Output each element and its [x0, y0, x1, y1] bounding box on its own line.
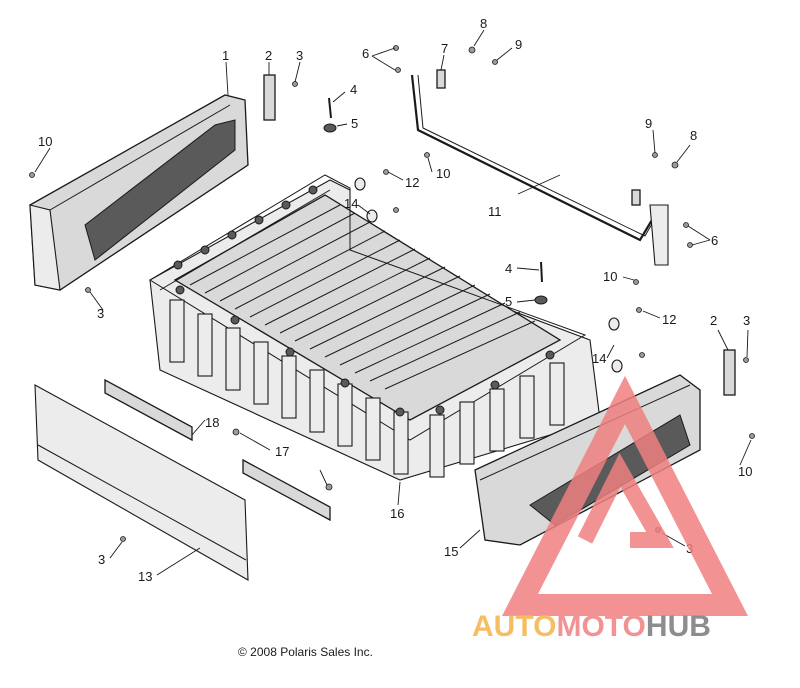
callout-1: 1: [222, 48, 229, 63]
side-panel-left: [29, 94, 249, 291]
callout-10: 10: [603, 269, 617, 284]
callout-10: 10: [38, 134, 52, 149]
callout-11: 11: [488, 204, 502, 219]
callout-15: 15: [444, 544, 458, 559]
callout-16: 16: [390, 506, 404, 521]
callout-2: 2: [710, 313, 717, 328]
callout-6: 6: [711, 233, 718, 248]
callout-8: 8: [480, 16, 487, 31]
callout-12: 12: [405, 175, 419, 190]
callout-3: 3: [743, 313, 750, 328]
watermark-text-moto: MOTO: [556, 610, 645, 643]
callout-8: 8: [690, 128, 697, 143]
callout-4: 4: [505, 261, 512, 276]
watermark-logo: AUTOMOTOHUB: [472, 375, 748, 643]
callout-13: 13: [138, 569, 152, 584]
callout-2: 2: [265, 48, 272, 63]
callout-6: 6: [362, 46, 369, 61]
callout-10: 10: [738, 464, 752, 479]
copyright-notice: © 2008 Polaris Sales Inc.: [238, 645, 373, 659]
callout-labels: 1 2 3 4 5 6 7 8 9 10 12 10 14 11 9 8 6 4…: [38, 16, 752, 584]
trim-strips: [104, 378, 331, 522]
callout-3: 3: [296, 48, 303, 63]
callout-3: 3: [97, 306, 104, 321]
cargo-box-tub: [149, 174, 601, 481]
callout-7: 7: [441, 41, 448, 56]
leader-lines: [34, 29, 752, 576]
callout-5: 5: [351, 116, 358, 131]
callout-17: 17: [275, 444, 289, 459]
callout-14: 14: [344, 196, 358, 211]
callout-14: 14: [592, 351, 606, 366]
callout-9: 9: [645, 116, 652, 131]
callout-5: 5: [505, 294, 512, 309]
callout-18: 18: [205, 415, 219, 430]
watermark-text-auto: AUTO: [472, 610, 556, 643]
callout-4: 4: [350, 82, 357, 97]
callout-9: 9: [515, 37, 522, 52]
tailgate-panel: [34, 384, 249, 581]
bracket-rail: [410, 74, 669, 266]
svg-text:AUTOMOTOHUB: AUTOMOTOHUB: [472, 610, 711, 643]
watermark-triangle-icon: [502, 375, 748, 616]
watermark-inner-mark: [577, 453, 674, 548]
callout-10: 10: [436, 166, 450, 181]
watermark-text-hub: HUB: [646, 610, 711, 643]
callout-12: 12: [662, 312, 676, 327]
callout-3: 3: [98, 552, 105, 567]
